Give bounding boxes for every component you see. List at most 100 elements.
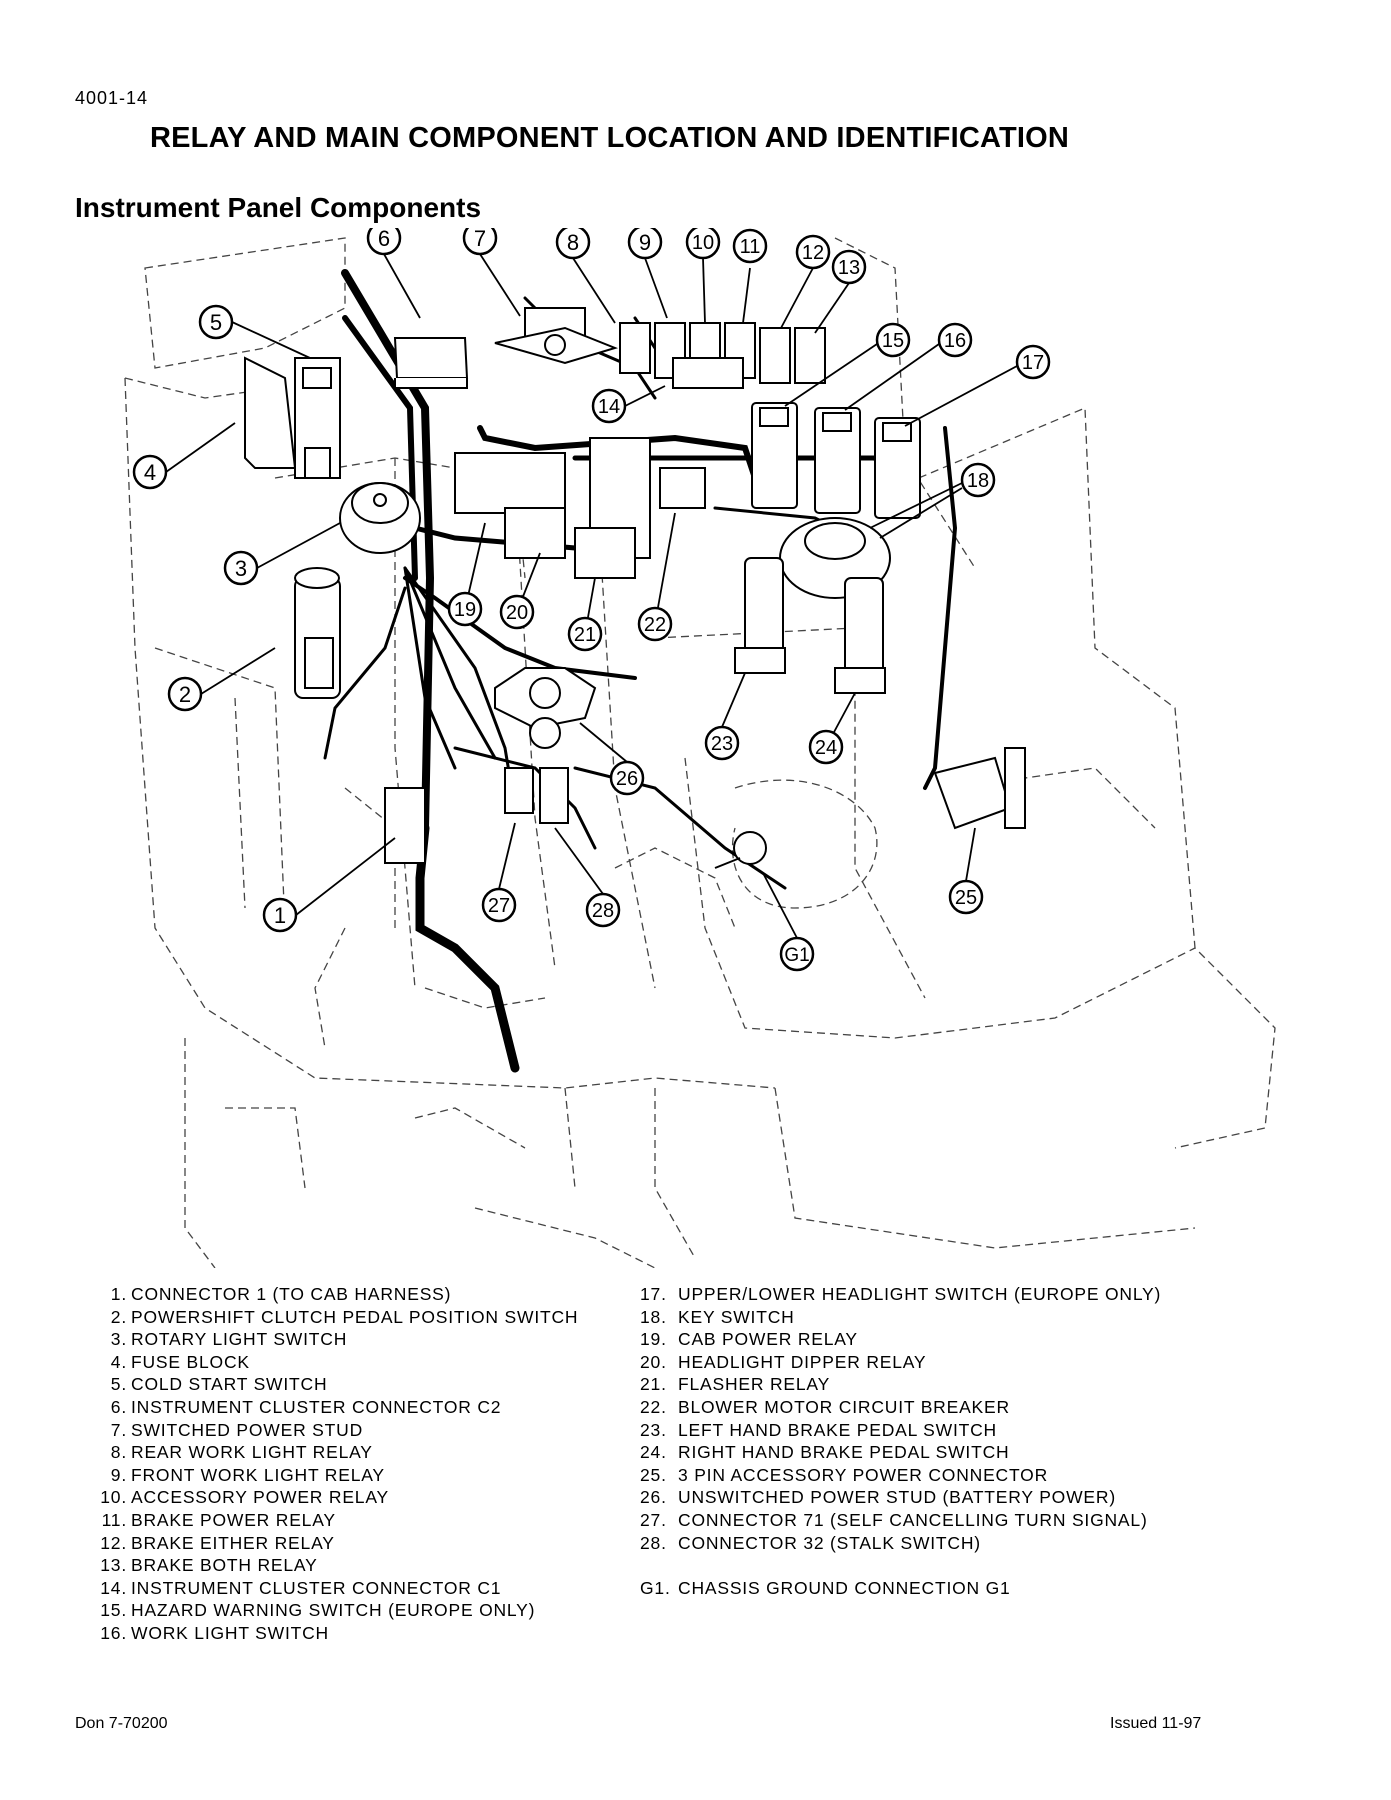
section-title: Instrument Panel Components bbox=[75, 192, 482, 223]
callout-28: 28 bbox=[585, 892, 621, 928]
legend-item-number: 14. bbox=[100, 1577, 127, 1598]
legend-item-text: UPPER/LOWER HEADLIGHT SWITCH (EUROPE ONL… bbox=[678, 1284, 1162, 1304]
svg-text:9: 9 bbox=[639, 230, 651, 255]
svg-text:16: 16 bbox=[944, 330, 966, 352]
legend-item-text: BRAKE BOTH RELAY bbox=[131, 1555, 318, 1576]
rotary-light-switch-drawing bbox=[339, 482, 421, 554]
legend-item-text: FRONT WORK LIGHT RELAY bbox=[131, 1464, 385, 1485]
svg-text:3: 3 bbox=[235, 556, 247, 581]
accessory-connector-drawing bbox=[933, 747, 1026, 830]
legend-item-text: FLASHER RELAY bbox=[678, 1374, 831, 1395]
callout-20: 20 bbox=[499, 594, 535, 630]
legend-item-text: WORK LIGHT SWITCH bbox=[131, 1622, 329, 1643]
legend-item-number: 4. bbox=[110, 1351, 127, 1372]
svg-text:15: 15 bbox=[882, 330, 904, 352]
svg-text:7: 7 bbox=[474, 228, 486, 251]
key-switch-drawing bbox=[734, 517, 891, 694]
svg-text:18: 18 bbox=[967, 470, 989, 492]
legend-item-text: KEY SWITCH bbox=[678, 1306, 795, 1327]
svg-text:13: 13 bbox=[838, 257, 860, 279]
callout-7: 7 bbox=[462, 228, 498, 256]
svg-text:10: 10 bbox=[692, 232, 714, 254]
legend-item-text: CAB POWER RELAY bbox=[678, 1329, 858, 1350]
legend-item: 22. BLOWER MOTOR CIRCUIT BREAKER bbox=[640, 1396, 1320, 1419]
legend-item: 24.RIGHT HAND BRAKE PEDAL SWITCH bbox=[640, 1441, 1320, 1464]
legend-item-text: ROTARY LIGHT SWITCH bbox=[131, 1329, 348, 1350]
connectors-27-28-drawing bbox=[384, 767, 569, 864]
legend-item: 25.3 PIN ACCESSORY POWER CONNECTOR bbox=[640, 1464, 1320, 1487]
connector-c1-drawing bbox=[672, 357, 744, 389]
battery-stud-drawing bbox=[494, 667, 597, 749]
legend-item: 23.LEFT HAND BRAKE PEDAL SWITCH bbox=[640, 1419, 1320, 1442]
legend-item: 3.ROTARY LIGHT SWITCH bbox=[95, 1328, 635, 1351]
callout-16: 16 bbox=[937, 322, 973, 358]
legend-item-text: LEFT HAND BRAKE PEDAL SWITCH bbox=[678, 1419, 997, 1440]
legend-item: 6.INSTRUMENT CLUSTER CONNECTOR C2 bbox=[95, 1396, 635, 1419]
legend-item-text: BRAKE EITHER RELAY bbox=[131, 1532, 335, 1553]
legend-item: 13.BRAKE BOTH RELAY bbox=[95, 1554, 635, 1577]
clutch-switch-drawing bbox=[294, 567, 341, 699]
callout-23: 23 bbox=[704, 725, 740, 761]
switched-power-stud-drawing bbox=[494, 307, 619, 365]
legend-item-number: 15. bbox=[100, 1600, 127, 1621]
svg-text:17: 17 bbox=[1022, 352, 1044, 374]
svg-text:24: 24 bbox=[815, 737, 837, 759]
svg-text:26: 26 bbox=[616, 768, 638, 790]
legend-item-number: 2. bbox=[110, 1306, 127, 1327]
svg-text:22: 22 bbox=[644, 614, 666, 636]
switch-bank-drawing bbox=[751, 402, 921, 519]
svg-text:2: 2 bbox=[179, 682, 191, 707]
callout-22: 22 bbox=[637, 606, 673, 642]
legend-item: 26.UNSWITCHED POWER STUD (BATTERY POWER) bbox=[640, 1486, 1320, 1509]
legend-item-text: BRAKE POWER RELAY bbox=[131, 1509, 336, 1530]
cab-relays-drawing bbox=[454, 437, 706, 579]
legend-item-text: CONNECTOR 1 (TO CAB HARNESS) bbox=[131, 1284, 452, 1304]
legend-item-number: 28. bbox=[640, 1532, 667, 1553]
legend-item: 28. CONNECTOR 32 (STALK SWITCH) bbox=[640, 1532, 1320, 1555]
legend-item-number: 1. bbox=[110, 1284, 127, 1304]
svg-text:19: 19 bbox=[454, 599, 476, 621]
legend-item-text: FUSE BLOCK bbox=[131, 1351, 250, 1372]
legend-item-text: INSTRUMENT CLUSTER CONNECTOR C2 bbox=[131, 1396, 502, 1417]
callout-25: 25 bbox=[948, 879, 984, 915]
legend-right: 17.UPPER/LOWER HEADLIGHT SWITCH (EUROPE … bbox=[640, 1283, 1320, 1599]
legend-item-number: 5. bbox=[110, 1374, 127, 1395]
legend-item-number: 12. bbox=[100, 1532, 127, 1553]
callout-6: 6 bbox=[366, 228, 402, 256]
legend-item-number: 25. bbox=[640, 1464, 667, 1485]
legend-item-number: 20. bbox=[640, 1351, 667, 1372]
legend-item-text: COLD START SWITCH bbox=[131, 1374, 328, 1395]
fuse-block-drawing bbox=[244, 356, 341, 479]
callout-17: 17 bbox=[1015, 344, 1051, 380]
legend-item: 10.ACCESSORY POWER RELAY bbox=[95, 1486, 635, 1509]
callout-9: 9 bbox=[627, 228, 663, 260]
legend-item: 4.FUSE BLOCK bbox=[95, 1351, 635, 1374]
legend-item: 5.COLD START SWITCH bbox=[95, 1373, 635, 1396]
callout-21: 21 bbox=[567, 616, 603, 652]
svg-text:4: 4 bbox=[144, 460, 156, 485]
callout-2: 2 bbox=[167, 676, 203, 712]
legend-item: 2.POWERSHIFT CLUTCH PEDAL POSITION SWITC… bbox=[95, 1306, 635, 1329]
connector-c2-drawing bbox=[393, 337, 469, 389]
callout-19: 19 bbox=[447, 591, 483, 627]
svg-text:25: 25 bbox=[955, 887, 977, 909]
callout-10: 10 bbox=[685, 228, 721, 260]
legend-item-number: 8. bbox=[110, 1442, 127, 1463]
legend-item-number: 11. bbox=[101, 1509, 127, 1530]
legend-item-number: 7. bbox=[110, 1419, 127, 1440]
legend-item: 17.UPPER/LOWER HEADLIGHT SWITCH (EUROPE … bbox=[640, 1283, 1320, 1306]
legend-item: 14.INSTRUMENT CLUSTER CONNECTOR C1 bbox=[95, 1577, 635, 1600]
callout-18: 18 bbox=[960, 462, 996, 498]
svg-text:8: 8 bbox=[567, 230, 579, 255]
callout-1: 1 bbox=[262, 897, 298, 933]
legend-item-text: BLOWER MOTOR CIRCUIT BREAKER bbox=[678, 1396, 1010, 1417]
legend-item-number: 22. bbox=[640, 1396, 667, 1417]
legend-item-text: CONNECTOR 32 (STALK SWITCH) bbox=[678, 1532, 981, 1553]
legend-item-text: POWERSHIFT CLUTCH PEDAL POSITION SWITCH bbox=[131, 1306, 579, 1327]
svg-text:G1: G1 bbox=[784, 945, 809, 966]
page-title: RELAY AND MAIN COMPONENT LOCATION AND ID… bbox=[150, 122, 1070, 154]
legend-item: 18.KEY SWITCH bbox=[640, 1306, 1320, 1329]
callout-27: 27 bbox=[481, 887, 517, 923]
legend-item-number: 26. bbox=[640, 1487, 667, 1508]
callout-3: 3 bbox=[223, 550, 259, 586]
